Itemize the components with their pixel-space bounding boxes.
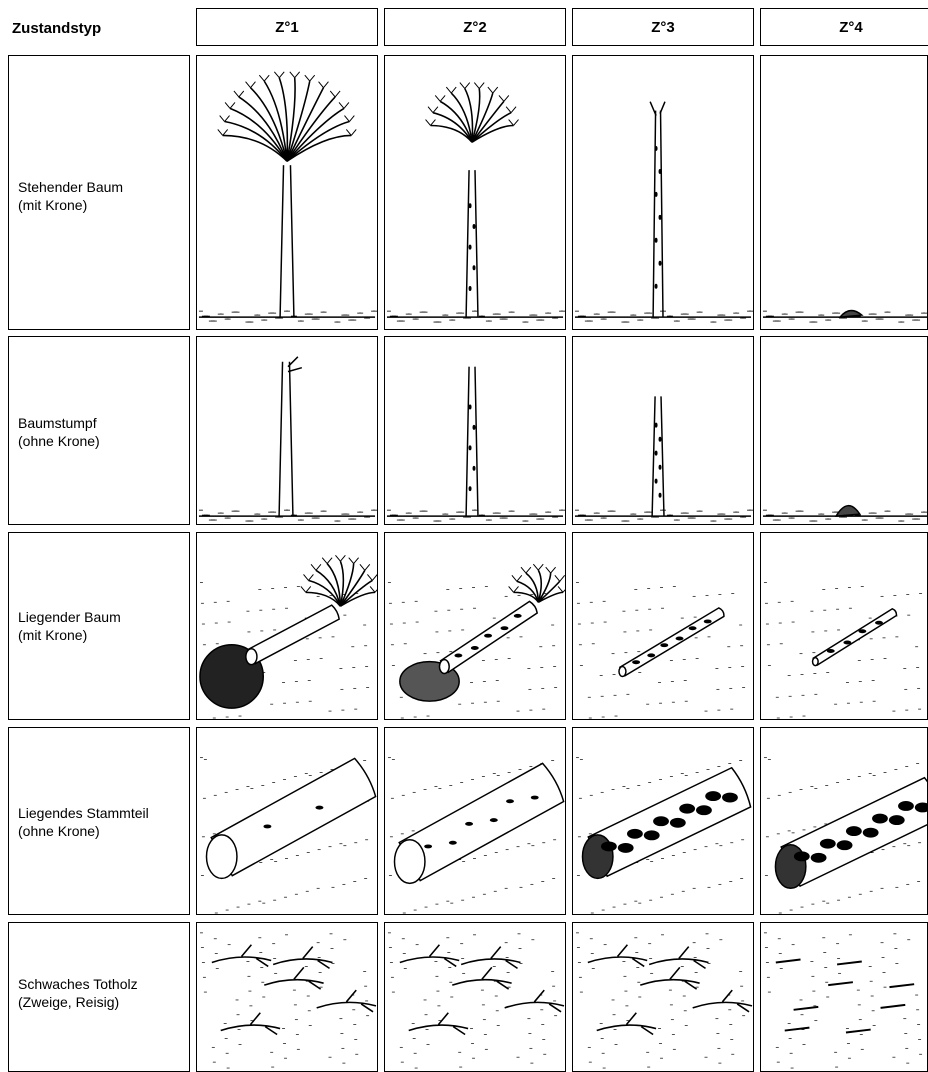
row-label-line2: (ohne Krone) [18,432,100,450]
row-label-line1: Liegendes Stammteil [18,804,149,822]
illustration-row4-col3 [572,727,754,915]
row-label-1: Stehender Baum(mit Krone) [18,178,123,214]
illustration-row4-col2 [384,727,566,915]
row-label-2: Baumstumpf(ohne Krone) [18,414,100,450]
illustration-row1-col3 [572,55,754,330]
illustration-row1-col4 [760,55,928,330]
row-label-3: Liegender Baum(mit Krone) [18,608,121,644]
illustration-row3-col1 [196,532,378,720]
illustration-row4-col4 [760,727,928,915]
illustration-row3-col2 [384,532,566,720]
illustration-row3-col3 [572,532,754,720]
row-label-line1: Schwaches Totholz [18,975,138,993]
row-label-line1: Liegender Baum [18,608,121,626]
row-label-line2: (ohne Krone) [18,822,149,840]
row-label-line2: (Zweige, Reisig) [18,993,138,1011]
column-header-2: Z°2 [384,8,566,46]
illustration-row1-col2 [384,55,566,330]
column-header-3: Z°3 [572,8,754,46]
row-label-5: Schwaches Totholz(Zweige, Reisig) [18,975,138,1011]
illustration-row4-col1 [196,727,378,915]
column-header-1: Z°1 [196,8,378,46]
row-label-line1: Baumstumpf [18,414,100,432]
illustration-row5-col4 [760,922,928,1072]
row-label-4: Liegendes Stammteil(ohne Krone) [18,804,149,840]
illustration-row5-col3 [572,922,754,1072]
row-label-line2: (mit Krone) [18,196,123,214]
illustration-row2-col1 [196,336,378,525]
illustration-row2-col3 [572,336,754,525]
illustration-row5-col1 [196,922,378,1072]
row-label-line2: (mit Krone) [18,626,121,644]
illustration-row1-col1 [196,55,378,330]
illustration-row5-col2 [384,922,566,1072]
illustration-row2-col4 [760,336,928,525]
row-label-line1: Stehender Baum [18,178,123,196]
column-header-4: Z°4 [760,8,928,46]
illustration-row2-col2 [384,336,566,525]
corner-label: Zustandstyp [12,20,101,37]
illustration-row3-col4 [760,532,928,720]
